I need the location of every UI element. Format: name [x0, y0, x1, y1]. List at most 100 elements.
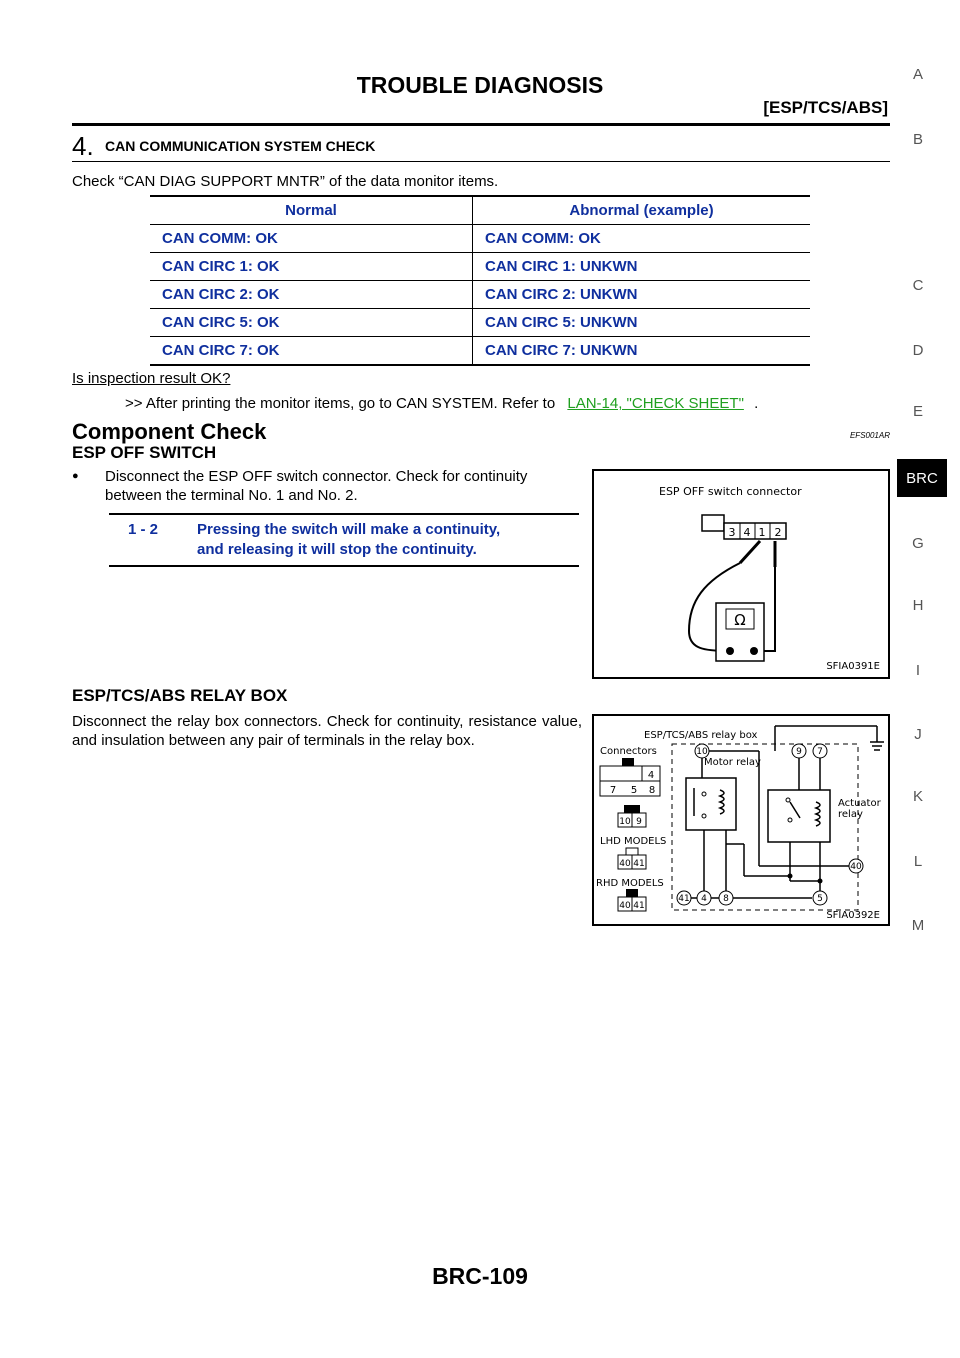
rhd-pin-41: 41 [633, 901, 644, 911]
table-cell: CAN CIRC 2: OK [150, 280, 473, 309]
actuator-relay-switch [789, 801, 801, 819]
conn-pin-7: 7 [610, 785, 616, 796]
actuator-relay-coil-icon [813, 801, 821, 827]
ohm-symbol-icon: Ω [734, 611, 745, 629]
table-cell: CAN CIRC 1: OK [150, 252, 473, 281]
side-index-i[interactable]: I [915, 662, 921, 679]
result-instruction: >> After printing the monitor items, go … [125, 394, 758, 413]
pin-3: 3 [729, 526, 736, 539]
side-index-e[interactable]: E [912, 403, 923, 420]
terminal-5-label: 5 [817, 894, 823, 904]
page-title: TROUBLE DIAGNOSIS [356, 72, 604, 98]
terminal-9-label: 9 [796, 747, 802, 757]
continuity-diagram: ESP OFF switch connector 3 4 1 2 Ω SFIA0… [659, 485, 880, 672]
figure-id: SFIA0392E [826, 910, 880, 921]
conn-pin-10: 10 [619, 817, 631, 827]
lead-wire-left [687, 562, 741, 652]
conn-pin-4: 4 [648, 770, 654, 781]
rhd-pin-40: 40 [619, 901, 631, 911]
table-header-row: Normal Abnormal (example) [150, 196, 810, 225]
bullet-icon: ● [72, 470, 79, 482]
side-index-m[interactable]: M [911, 917, 925, 934]
step-number: 4. [72, 131, 94, 161]
side-index-b[interactable]: B [912, 131, 923, 148]
table-cell: CAN CIRC 5: OK [150, 308, 473, 337]
terminal-7-label: 7 [817, 747, 823, 757]
terminal-8 [718, 890, 734, 906]
table-cell: CAN COMM: OK [150, 224, 473, 253]
table-row: CAN CIRC 1: OK CAN CIRC 1: UNKWN [150, 252, 810, 281]
table-cell: CAN CIRC 1: UNKWN [472, 252, 810, 281]
ohmmeter-display [725, 608, 755, 630]
terminals-label: 1 - 2 [128, 521, 159, 538]
section-subtitle: [ESP/TCS/ABS] [763, 98, 888, 117]
header-rule [72, 123, 890, 126]
lhd-pin-40: 40 [619, 859, 631, 869]
page-number: BRC-109 [432, 1263, 528, 1289]
conn-pin-5: 5 [631, 785, 637, 796]
conn-pin-9: 9 [636, 817, 642, 827]
side-index-c[interactable]: C [912, 277, 924, 294]
side-index-brc-active[interactable]: BRC [897, 459, 947, 497]
side-index-l[interactable]: L [913, 853, 923, 870]
esp-off-switch-figure: ESP OFF switch connector 3 4 1 2 Ω SFIA0… [592, 469, 890, 679]
result-prefix: >> After printing the monitor items, go … [125, 395, 556, 412]
table-cell: CAN COMM: OK [472, 224, 810, 253]
esp-off-bullet-text: Disconnect the ESP OFF switch connector.… [105, 468, 528, 504]
esp-off-switch-title: ESP OFF SWITCH [72, 443, 217, 462]
side-index-a[interactable]: A [912, 66, 923, 83]
step-title: CAN COMMUNICATION SYSTEM CHECK [105, 138, 376, 154]
lhd-pin-41: 41 [633, 859, 644, 869]
table-row: CAN CIRC 2: OK CAN CIRC 2: UNKWN [150, 280, 810, 309]
condition-line-1: Pressing the switch will make a continui… [197, 521, 501, 538]
relay-box-title: ESP/TCS/ABS RELAY BOX [72, 686, 288, 705]
terminal-7 [812, 743, 828, 759]
side-index-d[interactable]: D [912, 342, 924, 359]
table-row: CAN COMM: OK CAN COMM: OK [150, 224, 810, 253]
side-index-j[interactable]: J [914, 726, 922, 743]
table-row: CAN CIRC 7: OK CAN CIRC 7: UNKWN [150, 336, 810, 366]
section-code: EFS001AR [849, 431, 890, 440]
terminal-41 [676, 890, 692, 906]
terminal-4-label: 4 [701, 894, 707, 904]
relay-box-outline [671, 743, 859, 911]
can-diag-table: Normal Abnormal (example) CAN COMM: OK C… [150, 195, 810, 366]
pin-1: 1 [759, 526, 766, 539]
rhd-models-label: RHD MODELS [596, 878, 664, 889]
check-sheet-link[interactable]: LAN-14, "CHECK SHEET" [567, 395, 744, 412]
motor-relay-label: Motor relay [704, 757, 761, 768]
inspection-question: Is inspection result OK? [72, 370, 231, 387]
relay-box-instruction: Disconnect the relay box connectors. Che… [72, 713, 582, 749]
connector-latch [701, 514, 725, 532]
terminal-9 [791, 743, 807, 759]
step-rule [72, 161, 890, 162]
terminal-40 [848, 858, 864, 874]
table-cell: CAN CIRC 7: OK [150, 336, 473, 366]
terminal-4 [696, 890, 712, 906]
condition-line-2: and releasing it will stop the continuit… [197, 541, 477, 558]
side-index-h[interactable]: H [912, 597, 924, 614]
terminal-10 [694, 743, 710, 759]
terminal-41-label: 41 [678, 894, 689, 904]
table-cell: CAN CIRC 2: UNKWN [472, 280, 810, 309]
actuator-relay-label-2: relay [838, 809, 863, 820]
actuator-relay-label-1: Actuator [838, 798, 882, 809]
table-cell: CAN CIRC 7: UNKWN [472, 336, 810, 366]
side-index-g[interactable]: G [912, 535, 924, 552]
conn-pin-8: 8 [649, 785, 655, 796]
table-row: CAN CIRC 5: OK CAN CIRC 5: UNKWN [150, 308, 810, 337]
table-cell: CAN CIRC 5: UNKWN [472, 308, 810, 337]
column-header-normal: Normal [150, 196, 473, 225]
lhd-models-label: LHD MODELS [600, 836, 666, 847]
relay-box-figure-title: ESP/TCS/ABS relay box [644, 730, 758, 741]
esp-off-instruction: ● Disconnect the ESP OFF switch connecto… [72, 467, 582, 505]
side-index-k[interactable]: K [912, 788, 923, 805]
probe-left [738, 539, 762, 565]
relay-box-figure: ESP/TCS/ABS relay box Connectors Motor r… [592, 714, 890, 926]
relay-box-diagram: ESP/TCS/ABS relay box Connectors Motor r… [596, 725, 884, 921]
result-suffix: . [754, 395, 759, 412]
pin-2: 2 [775, 526, 782, 539]
figure-id: SFIA0391E [826, 661, 880, 672]
component-check-title: Component Check [72, 419, 267, 444]
terminal-5 [812, 890, 828, 906]
